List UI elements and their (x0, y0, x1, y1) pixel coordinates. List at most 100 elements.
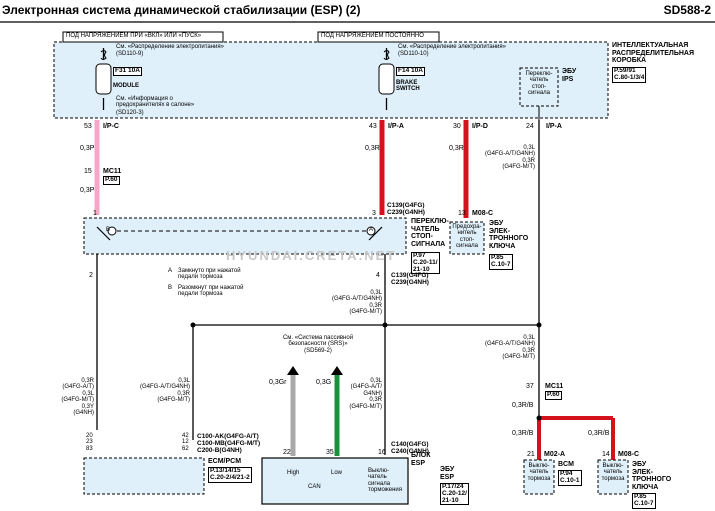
m02a-label: M02-A (544, 451, 566, 458)
note-b-marker: B (168, 285, 173, 291)
mc11-num: 15 (84, 168, 92, 175)
pin-ipc: I/P-C (103, 123, 119, 130)
mc11b-num: 37 (526, 383, 534, 390)
left-spec: 0,3R (G4FG-A/T) 0,3L (G4FG-M/T) 0,3Y (G4… (61, 378, 94, 417)
right-spec-2: 0,3L (G4FG-A/T/G4NH) 0,3R (G4FG-M/T) (484, 335, 535, 361)
c140-label: C140(G4FG) C240(G4NH) (391, 441, 429, 456)
m02a-num: 21 (527, 451, 535, 458)
m08c-num: 13 (458, 210, 466, 217)
bcm-switch: Выклю- чатель тормоза (527, 463, 551, 482)
fuse-f31-symbol (100, 50, 107, 60)
bcm-box (523, 459, 555, 495)
gray-wire-label: 0,3Gr (269, 379, 287, 386)
m08c-label: M08-C (472, 210, 494, 217)
brake-switch-ref: P.97 C.20-11/ 21-10 (411, 252, 440, 275)
pin-2: 2 (89, 272, 93, 279)
c100-pins: 42 12 62 (182, 433, 189, 452)
ecm-label: ECM/PCM (208, 458, 242, 465)
srs-ref: См. «Система пассивной безопасности (SRS… (282, 335, 354, 354)
m08cb-num: 14 (602, 451, 610, 458)
watermark: HYUNDAI.CRETA.NET (226, 248, 397, 263)
red-spec-2: 0,3R (449, 145, 464, 152)
ecm-box (83, 457, 205, 495)
pin-ipd: I/P-D (472, 123, 488, 130)
brake-switch-box (83, 217, 407, 255)
c100-label: C100-AK(G4FG-A/T) C100-MB(G4FG-M/T) C200… (197, 433, 261, 455)
esp-box (261, 457, 409, 505)
ebu-ips-label: ЭБУ IPS (562, 68, 577, 83)
pin-1: 1 (93, 210, 97, 217)
mid-spec: 0,3L (G4FG-A/T/G4NH) 0,3R (G4FG-M/T) (331, 290, 382, 316)
ref-info-code: (SD120-3) (116, 110, 144, 116)
rb-spec-3: 0,3R/B (588, 430, 610, 437)
green-arrow (331, 366, 343, 375)
junction-right (536, 322, 542, 328)
esp-block: БЛОК ESP (411, 452, 431, 467)
pin-ipa-num: 43 (369, 123, 377, 130)
brake-switch-label: ПЕРЕКЛЮ- ЧАТЕЛЬ СТОП- СИГНАЛА (411, 218, 449, 248)
left-spec-2: 0,3L (G4FG-A/T/G4NH) 0,3R (G4FG-M/T) (139, 378, 190, 404)
esp-ref: P.17/24 C.20-12/ 21-10 (440, 483, 469, 506)
pin-ipc-num: 53 (84, 123, 92, 130)
stop-fuse-label: Предохра- нитель стоп- сигнала (452, 224, 482, 250)
fuse-f31 (95, 63, 112, 95)
key-box (597, 459, 629, 495)
junction-rb (536, 415, 542, 421)
switch-b-arm (368, 226, 383, 241)
key-switch: Выклю- чатель тормоза (601, 463, 625, 482)
switch-a-letter: A (369, 227, 374, 233)
mc11-label: MC11 (103, 168, 122, 175)
switch-b-marker (107, 226, 117, 236)
pin-ipa2: I/P-A (546, 123, 562, 130)
m08cb-label: M08-C (618, 451, 640, 458)
box-ref: P.59/91 C.80-1/3/4 (612, 67, 647, 83)
ebu-key-ref: P.85 C.10-7 (489, 254, 513, 270)
smart-junction-box (53, 41, 609, 119)
ref-power-1: См. «Распределение электропитания» (116, 44, 224, 50)
ebu-key2-label: ЭБУ ЭЛЕК- ТРОННОГО КЛЮЧА (632, 461, 672, 491)
c139b-label: C139(G4FG) C239(G4NH) (391, 272, 429, 287)
switch-b-letter: B (106, 227, 111, 233)
ref-info: См. «Информация о предохранителях в сало… (116, 96, 195, 109)
rb-spec-1: 0,3R/B (512, 402, 534, 409)
note-a: Замкнуто при нажатой педали тормоза (178, 268, 241, 281)
power-ign-box (62, 31, 224, 43)
ebu-key2-ref: P.85 C.10-7 (632, 493, 656, 509)
relay-label: Переклю- чатель стоп- сигнала (525, 71, 553, 97)
fuse-f14 (378, 63, 395, 95)
rb-spec-2: 0,3R/B (512, 430, 534, 437)
page-title: Электронная система динамической стабили… (2, 3, 361, 17)
pink-spec-2: 0,3P (80, 187, 95, 194)
note-b: Разомкнут при нажатой педали тормоза (178, 285, 244, 298)
ref-power-2-code: (SD110-10) (398, 51, 429, 57)
esp-high: High (287, 470, 300, 476)
esp-switch: Выклю- чатель сигнала торможения (368, 468, 403, 494)
c139-num: 3 (372, 210, 376, 217)
fuse-f31-label: F31 10A (113, 67, 142, 76)
power-ign-label: ПОД НАПРЯЖЕНИЕМ ПРИ «ВКЛ» ИЛИ «ПУСК» (66, 33, 202, 39)
esp-label: ЭБУ ESP (440, 466, 455, 481)
green-wire-label: 0,3G (316, 379, 332, 386)
right-spec: 0,3L (G4FG-A/T/G4NH) 0,3R (G4FG-M/T) (484, 145, 535, 171)
switch-a-arm (96, 226, 111, 241)
esp-low: Low (331, 470, 343, 476)
esp-pin-35: 35 (326, 449, 334, 456)
ref-power-2: См. «Распределение электропитания» (398, 44, 506, 50)
pin-ipd-num: 30 (453, 123, 461, 130)
esp-pin-22: 22 (283, 449, 291, 456)
c139-label: C139(G4FG) C239(G4NH) (387, 202, 425, 217)
red-spec-1: 0,3R (365, 145, 380, 152)
bcm-ref: P.94 C.10-1 (558, 470, 582, 486)
pin-ipa2-num: 24 (526, 123, 534, 130)
ebu-key-label: ЭБУ ЭЛЕК- ТРОННОГО КЛЮЧА (489, 220, 529, 250)
mc11b-ref: P.60 (545, 391, 562, 400)
pin-ipa: I/P-A (388, 123, 404, 130)
junction-esp (382, 322, 388, 328)
pin-4: 4 (376, 272, 380, 279)
fuse-f14-label: F14 10A (396, 67, 425, 76)
ecm-pins: 20 23 83 (86, 433, 93, 452)
note-a-marker: A (168, 268, 173, 274)
stop-fuse-box (449, 221, 485, 255)
